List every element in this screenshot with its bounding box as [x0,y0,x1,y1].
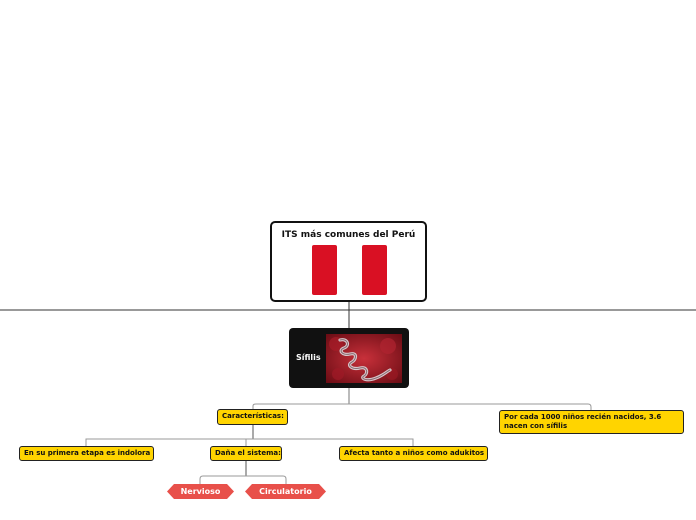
root-node[interactable]: ITS más comunes del Perú [270,221,427,302]
root-title: ITS más comunes del Perú [281,230,416,240]
dana-sistema-node[interactable]: Daña el sistema: [210,446,282,461]
recien-nacidos-node[interactable]: Por cada 1000 niños recién nacidos, 3.6 … [499,410,684,434]
peru-flag-icon [312,245,387,295]
nervioso-node[interactable]: Nervioso [167,484,234,499]
sifilis-label: Sífilis [296,353,321,362]
afecta-node[interactable]: Afecta tanto a niños como adukitos [339,446,488,461]
car-branch-line [85,438,414,446]
topic-branch-line [252,403,592,410]
caracteristicas-node[interactable]: Características: [217,409,288,425]
circulatorio-node[interactable]: Circulatorio [245,484,326,499]
sifilis-node[interactable]: Sífilis [289,328,409,388]
primera-etapa-node[interactable]: En su primera etapa es indolora [19,446,154,461]
dana-branch-line [199,475,287,484]
bacteria-image-icon [326,334,402,383]
